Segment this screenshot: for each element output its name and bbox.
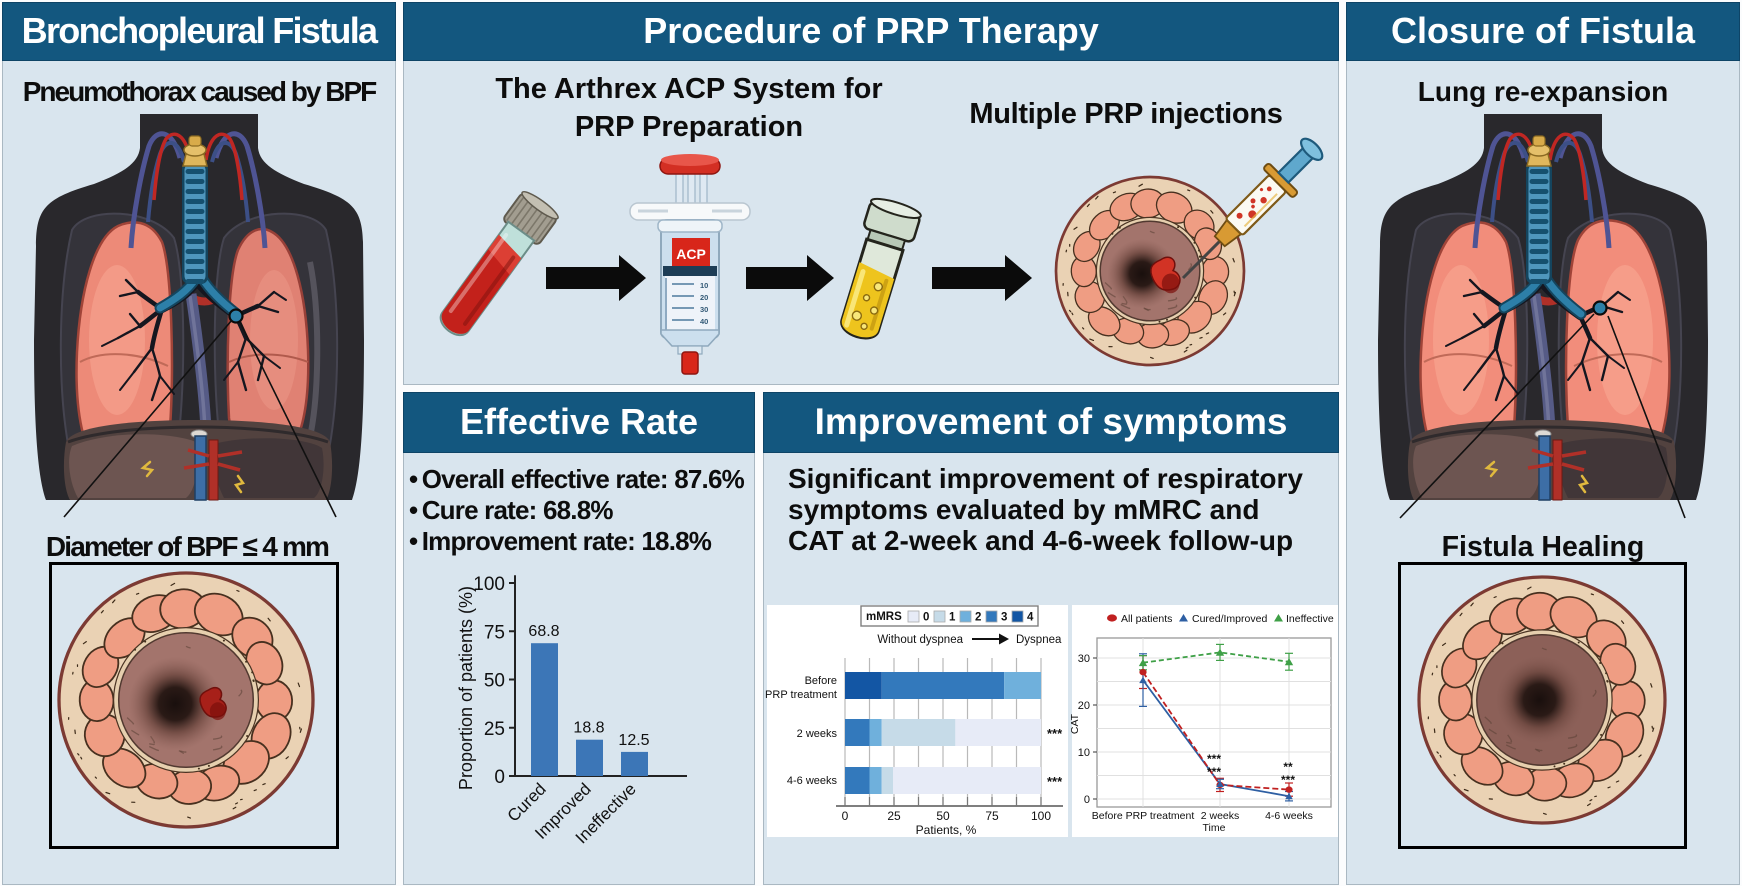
svg-text:1: 1 <box>949 612 956 624</box>
svg-text:CAT: CAT <box>1069 713 1081 734</box>
svg-text:***: *** <box>1047 726 1063 741</box>
svg-text:***: *** <box>1281 773 1295 787</box>
svg-text:10: 10 <box>700 281 708 290</box>
svg-text:0: 0 <box>923 612 929 624</box>
svg-text:3: 3 <box>1001 612 1007 624</box>
svg-text:100: 100 <box>1031 809 1051 823</box>
svg-text:Without dyspnea: Without dyspnea <box>877 634 963 646</box>
svg-text:20: 20 <box>1078 700 1090 712</box>
svg-text:0: 0 <box>1084 794 1090 806</box>
svg-text:20: 20 <box>700 293 708 302</box>
svg-text:***: *** <box>1207 765 1221 779</box>
svg-text:Before: Before <box>805 675 837 687</box>
svg-text:30: 30 <box>700 305 708 314</box>
svg-text:Before PRP treatment: Before PRP treatment <box>1092 810 1195 822</box>
svg-text:2 weeks: 2 weeks <box>1201 810 1240 822</box>
svg-text:0: 0 <box>842 809 849 823</box>
svg-text:Ineffective: Ineffective <box>1286 613 1334 625</box>
svg-text:25: 25 <box>484 719 505 740</box>
svg-text:Proportion of patients (%): Proportion of patients (%) <box>456 586 476 790</box>
svg-text:10: 10 <box>1078 747 1090 759</box>
svg-text:12.5: 12.5 <box>618 732 649 749</box>
svg-text:50: 50 <box>484 671 505 692</box>
svg-text:68.8: 68.8 <box>528 623 559 640</box>
svg-text:Patients, %: Patients, % <box>916 823 977 837</box>
svg-text:25: 25 <box>887 809 901 823</box>
svg-text:50: 50 <box>936 809 950 823</box>
svg-text:18.8: 18.8 <box>573 720 604 737</box>
svg-text:All patients: All patients <box>1121 613 1172 625</box>
svg-text:2 weeks: 2 weeks <box>797 728 838 740</box>
svg-text:Time: Time <box>1203 822 1226 834</box>
svg-text:Cured/Improved: Cured/Improved <box>1192 613 1267 625</box>
svg-text:***: *** <box>1047 774 1063 789</box>
svg-text:Dyspnea: Dyspnea <box>1016 634 1062 646</box>
svg-text:30: 30 <box>1078 653 1090 665</box>
svg-text:4-6 weeks: 4-6 weeks <box>1265 810 1313 822</box>
svg-text:100: 100 <box>473 574 505 595</box>
svg-text:0: 0 <box>494 767 505 788</box>
svg-text:PRP treatment: PRP treatment <box>765 689 837 701</box>
svg-text:40: 40 <box>700 317 708 326</box>
svg-text:75: 75 <box>985 809 999 823</box>
svg-text:ACP: ACP <box>676 246 706 262</box>
svg-text:mMRS: mMRS <box>866 611 902 623</box>
svg-text:2: 2 <box>975 612 981 624</box>
svg-text:4-6 weeks: 4-6 weeks <box>787 775 838 787</box>
svg-text:**: ** <box>1283 760 1293 774</box>
svg-text:4: 4 <box>1027 612 1034 624</box>
svg-text:***: *** <box>1207 752 1221 766</box>
svg-text:75: 75 <box>484 622 505 643</box>
